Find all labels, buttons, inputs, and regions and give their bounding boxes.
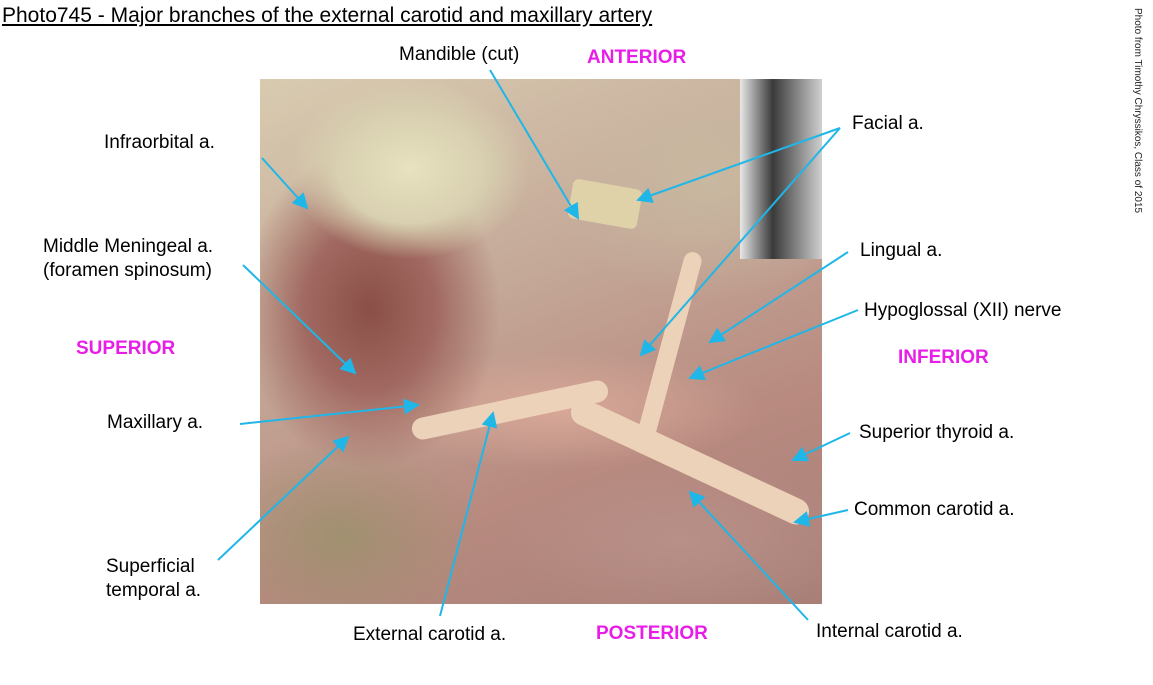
direction-inferior: INFERIOR [898, 347, 989, 368]
label-mandible: Mandible (cut) [399, 44, 520, 65]
dissection-photo [260, 79, 822, 604]
arrow-hypoglossal [688, 309, 859, 381]
label-foramen-spinosum: (foramen spinosum) [43, 260, 212, 281]
arrow-lingual [708, 251, 849, 344]
arrow-middle-meningeal [242, 264, 357, 375]
label-hypoglossal-nerve: Hypoglossal (XII) nerve [864, 300, 1062, 321]
arrow-common-carotid [793, 509, 849, 527]
arrow-maxillary [239, 398, 420, 425]
arrow-superior-thyroid [791, 432, 851, 462]
label-facial-artery: Facial a. [852, 113, 924, 134]
label-maxillary-artery: Maxillary a. [107, 412, 204, 433]
label-common-carotid-artery: Common carotid a. [854, 499, 1015, 520]
arrow-internal-carotid [688, 490, 809, 621]
label-external-carotid-artery: External carotid a. [353, 624, 507, 645]
label-superficial-temporal-artery-2: temporal a. [106, 580, 202, 601]
arrow-superficial-temporal [217, 435, 350, 561]
arrow-facial-1 [636, 127, 841, 203]
arrow-facial-2 [639, 127, 841, 357]
label-internal-carotid-artery: Internal carotid a. [816, 621, 963, 642]
label-superficial-temporal-artery: Superficial [106, 556, 195, 577]
page-title: Photo745 - Major branches of the externa… [2, 4, 653, 27]
label-middle-meningeal-artery: Middle Meningeal a. [43, 236, 214, 257]
label-infraorbital-artery: Infraorbital a. [104, 132, 215, 153]
arrow-external-carotid [439, 411, 498, 617]
label-lingual-artery: Lingual a. [860, 240, 943, 261]
arrow-mandible [489, 69, 580, 220]
arrow-infraorbital [261, 157, 309, 210]
direction-superior: SUPERIOR [76, 338, 176, 359]
direction-posterior: POSTERIOR [596, 623, 708, 644]
direction-anterior: ANTERIOR [587, 47, 687, 68]
label-superior-thyroid-artery: Superior thyroid a. [859, 422, 1015, 443]
